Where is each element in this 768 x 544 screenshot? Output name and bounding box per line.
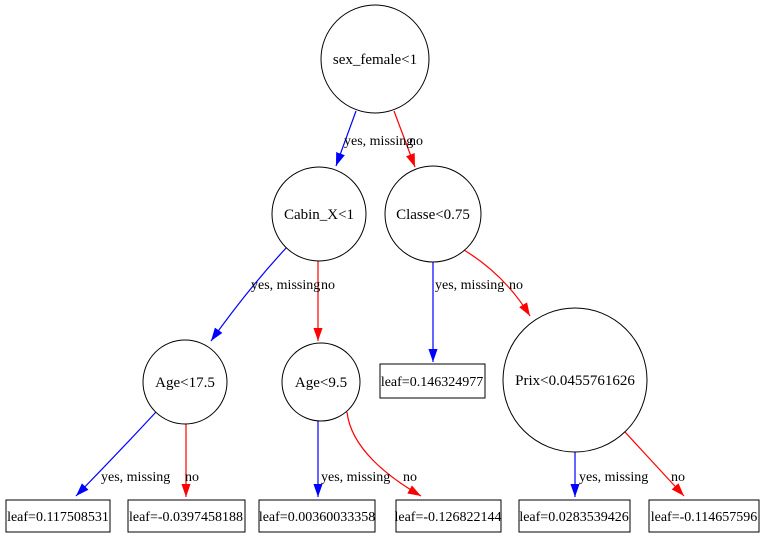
node-age-17-5: Age<17.5 [142,339,228,425]
leaf-age9-yes-label: leaf=0.00360033358 [259,510,375,525]
node-sex-female-label: sex_female<1 [333,52,417,68]
node-classe-circle [384,165,482,263]
edge-age17-to-leaf-yes [75,411,157,497]
node-classe-label: Classe<0.75 [396,207,470,223]
node-classe: Classe<0.75 [384,165,482,263]
node-age-9-5-circle [281,342,361,422]
leaf-age9-yes-box [258,499,376,533]
edge-label-age17-yes: yes, missing [101,470,170,485]
leaf-classe-yes-box [379,363,486,399]
leaf-prix-no: leaf=-0.114657596 [648,499,760,533]
node-sex-female-circle [320,4,430,114]
leaf-age17-yes: leaf=0.117508531 [5,499,111,533]
leaf-age17-yes-label: leaf=0.117508531 [7,510,109,525]
leaf-prix-no-label: leaf=-0.114657596 [651,510,758,525]
node-sex-female: sex_female<1 [320,4,430,114]
leaf-age17-no-label: leaf=-0.0397458188 [129,510,243,525]
edge-label-classe-no: no [509,278,523,293]
node-age-17-5-circle [142,339,228,425]
edge-label-root-no: no [409,134,423,149]
leaf-classe-yes-label: leaf=0.146324977 [381,375,483,390]
edge-age9-to-leaf-no [346,411,422,497]
leaf-age9-yes: leaf=0.00360033358 [258,499,376,533]
edge-label-age17-no: no [185,470,199,485]
node-age-9-5-label: Age<9.5 [295,375,347,391]
leaf-age9-no: leaf=-0.126822144 [394,499,502,533]
edge-root-to-cabinx-yes [335,110,357,167]
leaf-prix-yes-box [518,499,631,533]
node-prix-label: Prix<0.0455761626 [515,373,635,389]
node-age-17-5-label: Age<17.5 [155,375,215,391]
edge-label-cabinx-no: no [321,278,335,293]
node-cabin-x-circle [271,166,367,262]
leaf-age9-no-box [395,499,502,533]
leaf-age9-no-label: leaf=-0.126822144 [394,510,501,525]
node-cabin-x-label: Cabin_X<1 [284,207,354,223]
leaf-age17-no-box [127,499,246,533]
edge-label-cabinx-yes: yes, missing [251,278,320,293]
leaf-classe-yes: leaf=0.146324977 [379,363,486,399]
edge-cabinx-to-age17-yes [210,246,288,342]
leaf-age17-no: leaf=-0.0397458188 [127,499,246,533]
edge-prix-to-leaf-no [624,431,685,497]
leaf-prix-yes-label: leaf=0.0283539426 [519,510,628,525]
node-age-9-5: Age<9.5 [281,342,361,422]
leaf-prix-yes: leaf=0.0283539426 [518,499,631,533]
leaf-prix-no-box [648,499,760,533]
edge-label-age9-yes: yes, missing [321,470,390,485]
edge-label-prix-yes: yes, missing [579,470,648,485]
leaf-age17-yes-box [5,499,111,533]
edge-label-age9-no: no [403,470,417,485]
node-cabin-x: Cabin_X<1 [271,166,367,262]
node-prix: Prix<0.0455761626 [502,307,648,453]
edge-root-to-classe-no [393,110,416,168]
edge-label-root-yes: yes, missing [344,134,413,149]
node-prix-circle [502,307,648,453]
edge-classe-to-prix-no [463,249,531,317]
edge-label-prix-no: no [671,470,685,485]
edge-label-classe-yes: yes, missing [435,278,504,293]
